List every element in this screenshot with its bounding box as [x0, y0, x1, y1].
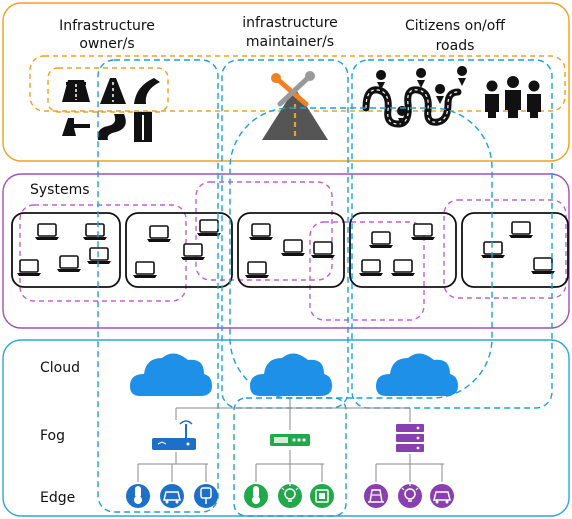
- maintainer-label-line2: maintainer/s: [246, 34, 334, 50]
- system-box-1: [11, 212, 121, 288]
- laptop-icon: [146, 225, 172, 243]
- barrier-icon: [364, 484, 388, 508]
- owner-label-line2: owner/s: [79, 36, 134, 52]
- laptop-icon: [280, 239, 306, 257]
- road-maintenance-tools-icon: [262, 71, 328, 140]
- cloud-icons: [130, 353, 458, 396]
- systems-frame: [2, 173, 570, 329]
- laptop-icon: [508, 221, 534, 239]
- router-icon: [152, 420, 196, 450]
- owner-label-line1: Infrastructure: [59, 18, 155, 34]
- vehicle-sensor-icon: [430, 484, 454, 508]
- junction-icon: [62, 118, 90, 136]
- layers-frame: [2, 339, 570, 517]
- stakeholders-frame: [2, 2, 570, 162]
- highway-icon: [62, 80, 90, 102]
- laptop-icon: [368, 231, 394, 249]
- laptop-icon: [310, 241, 336, 259]
- owner-column-dashed: [97, 59, 219, 513]
- fog-layer-label: Fog: [40, 428, 65, 444]
- edge-layer-label: Edge: [40, 490, 75, 506]
- cloud-icon: [130, 353, 212, 396]
- maintainer-inner-dashed: [229, 107, 493, 399]
- winding-road-icon: [97, 114, 126, 140]
- straight-road-icon: [134, 112, 152, 142]
- system-group-4: [443, 199, 567, 299]
- route-map-icon: [362, 66, 468, 128]
- laptop-icon: [82, 223, 108, 241]
- lightbulb-icon: [398, 484, 422, 508]
- system-box-5: [461, 212, 569, 288]
- laptop-icon: [132, 261, 158, 279]
- laptop-icon: [56, 255, 82, 273]
- system-group-3: [309, 221, 425, 321]
- thermometer-icon: [244, 484, 268, 508]
- owner-road-dashed: [47, 67, 169, 113]
- road-icon: [100, 78, 126, 104]
- parking-meter-icon: [194, 484, 218, 508]
- lightbulb-icon: [278, 484, 302, 508]
- chip-icon: [310, 484, 334, 508]
- citizens-column-dashed: [351, 59, 553, 409]
- fog-connections: [137, 398, 444, 482]
- laptop-icon: [390, 259, 416, 277]
- laptop-icon: [358, 259, 384, 277]
- people-icon: [485, 76, 541, 118]
- laptop-icons: [16, 219, 556, 279]
- laptop-icon: [244, 261, 270, 279]
- citizens-label-line2: roads: [436, 38, 475, 54]
- vehicle-sensor-icon: [160, 484, 184, 508]
- systems-label: Systems: [30, 182, 90, 198]
- laptop-icon: [16, 259, 42, 277]
- laptop-icon: [410, 223, 436, 241]
- curved-road-icon: [134, 78, 160, 104]
- laptop-icon: [86, 247, 112, 265]
- server-icon: [396, 424, 424, 452]
- maintainer-label-line1: infrastructure: [242, 15, 338, 31]
- cloud-icon: [376, 353, 458, 396]
- laptop-icon: [480, 241, 506, 259]
- thermometer-icon: [126, 484, 150, 508]
- system-box-2: [125, 212, 233, 288]
- cloud-icon: [250, 353, 332, 396]
- laptop-icon: [248, 223, 274, 241]
- cloud-layer-label: Cloud: [40, 360, 80, 376]
- citizens-label-line1: Citizens on/off: [405, 18, 505, 34]
- laptop-icon: [180, 243, 206, 261]
- system-box-3: [237, 212, 345, 288]
- laptop-icon: [34, 223, 60, 241]
- system-group-2: [195, 181, 333, 281]
- network-switch-icon: [270, 434, 310, 446]
- system-box-4: [349, 212, 457, 288]
